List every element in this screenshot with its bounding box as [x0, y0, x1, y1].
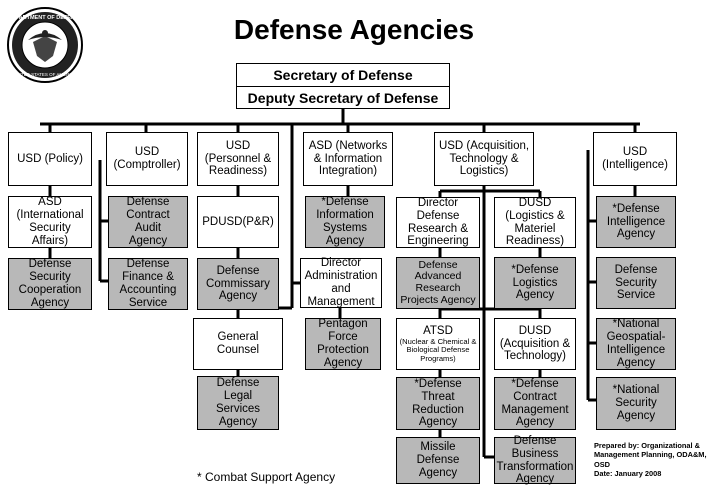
- atsd-box: ATSD (Nuclear & Chemical & Biological De…: [396, 318, 480, 370]
- usd-intelligence-box: USD (Intelligence): [593, 132, 677, 186]
- combat-support-footnote: * Combat Support Agency: [197, 470, 336, 484]
- nga-box: *National Geospatial- Intelligence Agenc…: [596, 318, 676, 370]
- usd-comptroller-box: USD (Comptroller): [106, 132, 188, 186]
- btra-box: Defense Business Transformation Agency: [494, 435, 576, 485]
- prepared-line-2: Management Planning, ODA&M,: [594, 450, 707, 460]
- dfas-box: Defense Finance & Accounting Service: [108, 258, 188, 310]
- dtra-box: *Defense Threat Reduction Agency: [396, 377, 480, 430]
- darpa-box: Defense Advanced Research Projects Agenc…: [396, 257, 480, 309]
- nsa-box: *National Security Agency: [596, 377, 676, 430]
- svg-text:UNITED STATES OF AMERICA: UNITED STATES OF AMERICA: [13, 72, 77, 77]
- general-counsel-box: General Counsel: [193, 318, 283, 370]
- asd-isa-box: ASD (International Security Affairs): [8, 196, 92, 248]
- dcaa-box: Defense Contract Audit Agency: [108, 196, 188, 248]
- dusd-lmr-box: DUSD (Logistics & Materiel Readiness): [494, 197, 576, 248]
- dsca-box: Defense Security Cooperation Agency: [8, 258, 92, 310]
- pdusd-pr-box: PDUSD(P&R): [197, 196, 279, 248]
- atsd-subtitle: (Nuclear & Chemical & Biological Defense…: [399, 336, 477, 363]
- dusd-at-box: DUSD (Acquisition & Technology): [494, 318, 576, 370]
- atsd-title: ATSD: [423, 324, 453, 337]
- usd-atl-box: USD (Acquisition, Technology & Logistics…: [434, 132, 534, 186]
- page-title: Defense Agencies: [233, 14, 475, 45]
- disa-box: *Defense Information Systems Agency: [305, 196, 385, 248]
- usd-pr-box: USD (Personnel & Readiness): [197, 132, 279, 186]
- dcma-box: *Defense Contract Management Agency: [494, 377, 576, 430]
- ddre-box: Director Defense Research & Engineering: [396, 197, 480, 248]
- dia-box: *Defense Intelligence Agency: [596, 196, 676, 248]
- dlsa-box: Defense Legal Services Agency: [197, 376, 279, 430]
- svg-text:DEPARTMENT OF DEFENSE: DEPARTMENT OF DEFENSE: [8, 15, 83, 21]
- asd-nii-box: ASD (Networks & Information Integration): [303, 132, 393, 186]
- prepared-line-4: Date: January 2008: [594, 468, 662, 478]
- secretary-of-defense-box: Secretary of Defense Deputy Secretary of…: [236, 63, 450, 109]
- secdef-label: Secretary of Defense: [237, 64, 449, 87]
- mda-box: Missile Defense Agency: [396, 437, 480, 484]
- prepared-by-note: Prepared by: Organizational & Management…: [594, 441, 707, 478]
- pfpa-box: Pentagon Force Protection Agency: [305, 318, 381, 370]
- deca-box: Defense Commissary Agency: [197, 258, 279, 310]
- depsecdef-label: Deputy Secretary of Defense: [247, 90, 439, 106]
- dss-box: Defense Security Service: [596, 257, 676, 309]
- director-admin-mgmt-box: Director Administration and Management: [300, 257, 382, 308]
- prepared-line-1: Prepared by: Organizational &: [594, 441, 700, 450]
- dla-box: *Defense Logistics Agency: [494, 257, 576, 309]
- prepared-line-3: OSD: [594, 459, 611, 469]
- usd-policy-box: USD (Policy): [8, 132, 92, 186]
- dod-seal-logo: DEPARTMENT OF DEFENSE UNITED STATES OF A…: [7, 7, 83, 83]
